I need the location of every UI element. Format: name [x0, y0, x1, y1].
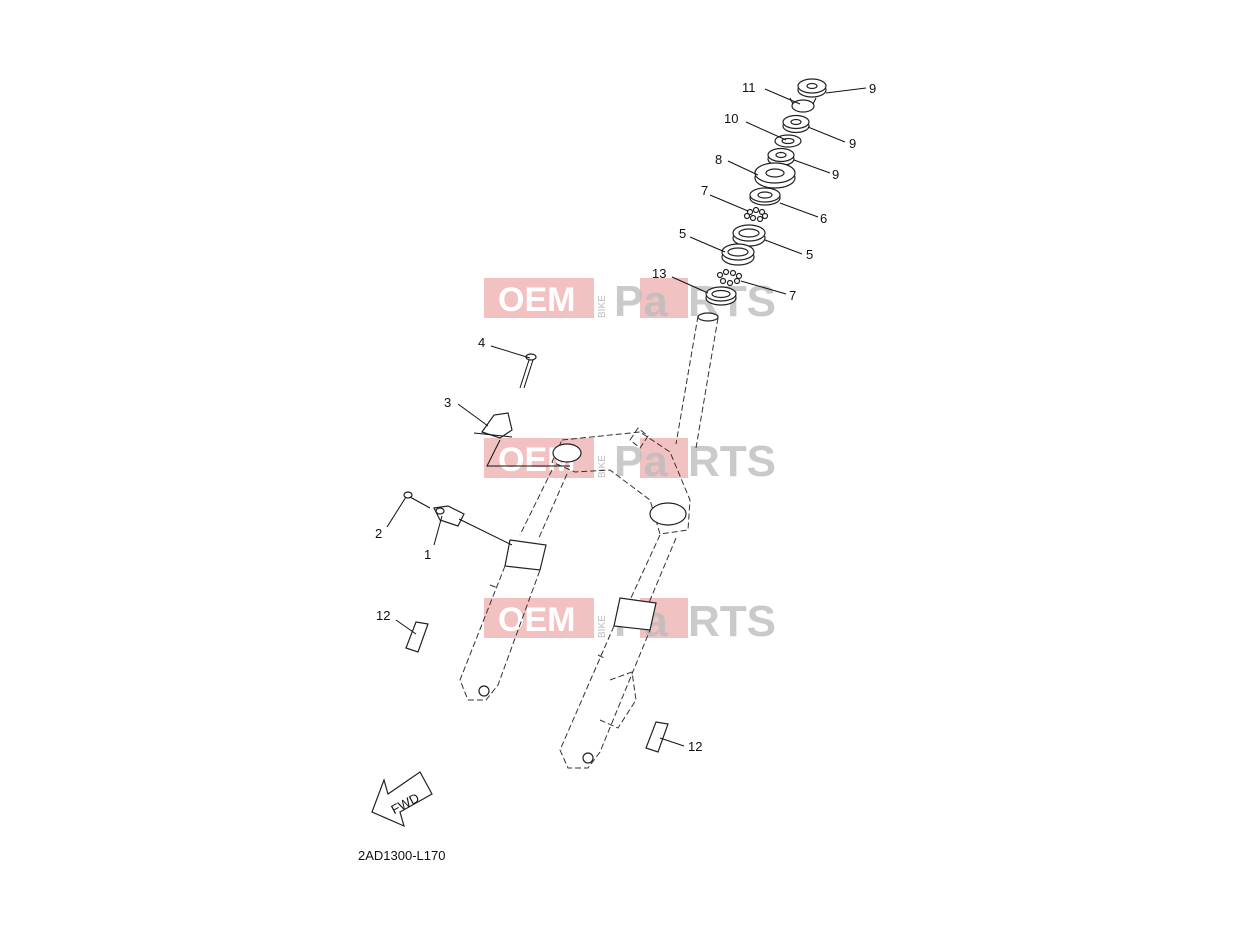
callout-8: 8 [715, 152, 722, 167]
svg-text:OEM: OEM [498, 281, 575, 319]
callout-9-top: 9 [869, 81, 876, 96]
svg-text:OEM: OEM [498, 601, 575, 639]
svg-text:Pa: Pa [614, 437, 668, 486]
svg-text:RTS: RTS [688, 437, 776, 486]
callout-5-left: 5 [679, 226, 686, 241]
callout-7-upper: 7 [701, 183, 708, 198]
callout-11: 11 [742, 80, 756, 95]
nut-top-part[interactable] [797, 78, 827, 98]
callout-10: 10 [724, 111, 738, 126]
callout-4: 4 [478, 335, 485, 350]
watermark-middle: OEM BIKE Pa RTS [484, 437, 776, 486]
svg-text:RTS: RTS [688, 597, 776, 646]
lock-washer-part[interactable] [789, 97, 817, 113]
callout-2: 2 [375, 526, 382, 541]
svg-text:BIKE: BIKE [597, 295, 608, 318]
svg-text:BIKE: BIKE [597, 455, 608, 478]
leader-lines [386, 87, 867, 747]
front-fork-left-part[interactable] [459, 469, 568, 701]
dust-seal-part[interactable] [705, 286, 737, 306]
callout-labels: 11 9 10 9 8 9 7 6 5 5 13 7 4 3 2 1 12 12 [375, 80, 876, 754]
bolt-4-part[interactable] [519, 353, 537, 389]
front-fork-right-part[interactable] [559, 534, 677, 769]
callout-7-lower: 7 [789, 288, 796, 303]
callout-9-middle: 9 [849, 136, 856, 151]
callout-3: 3 [444, 395, 451, 410]
reflector-left-part[interactable] [405, 621, 429, 653]
reflector-right-part[interactable] [645, 721, 669, 753]
clamp-1-part[interactable] [433, 505, 465, 527]
bolt-2-part[interactable] [403, 491, 431, 509]
ball-race-lower-part[interactable] [721, 243, 755, 266]
ball-bearing-upper-part[interactable] [743, 206, 769, 223]
callout-12-right: 12 [688, 739, 702, 754]
fwd-arrow-icon: FWD [371, 771, 433, 828]
ball-race-upper-part[interactable] [732, 224, 766, 247]
svg-text:BIKE: BIKE [597, 615, 608, 638]
nut-lower-part[interactable] [767, 147, 795, 167]
ball-bearing-lower-part[interactable] [716, 268, 743, 287]
upper-race-part[interactable] [749, 187, 781, 206]
callout-9-lower: 9 [832, 167, 839, 182]
cover-part[interactable] [754, 162, 796, 189]
bracket-3-part[interactable] [473, 412, 513, 439]
steering-stem-part[interactable] [551, 312, 719, 535]
callout-12-left: 12 [376, 608, 390, 623]
nut-middle-part[interactable] [782, 114, 810, 134]
svg-text:Pa: Pa [614, 277, 668, 326]
callout-1: 1 [424, 547, 431, 562]
callout-5-right: 5 [806, 247, 813, 262]
callout-13: 13 [652, 266, 666, 281]
watermark-bottom: OEM BIKE Pa RTS [484, 597, 776, 646]
diagram-code: 2AD1300-L170 [358, 848, 445, 863]
callout-6: 6 [820, 211, 827, 226]
